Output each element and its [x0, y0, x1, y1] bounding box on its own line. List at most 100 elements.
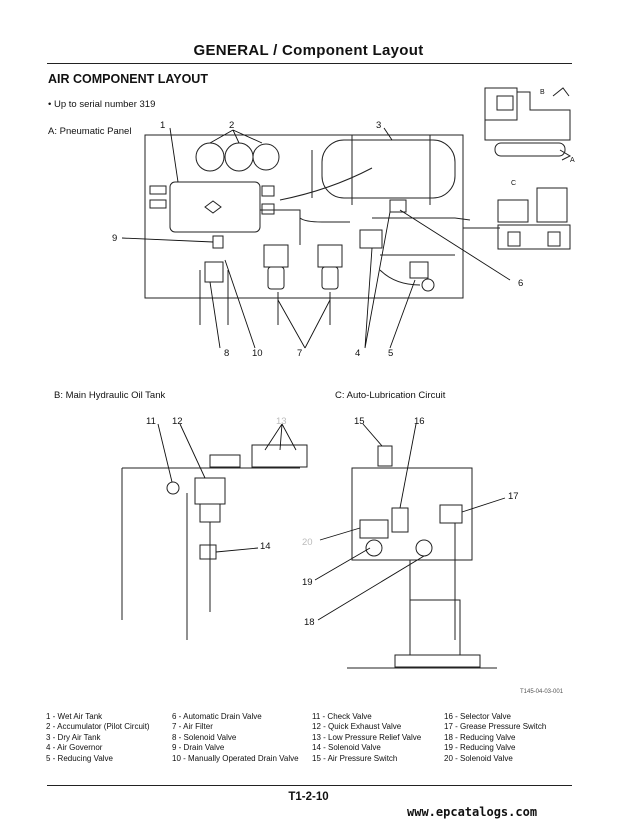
inset-c-box — [497, 199, 529, 223]
callout-2: 2 — [229, 120, 234, 131]
air-filter-right-head — [317, 244, 343, 268]
wet-air-tank-fitting — [204, 200, 222, 214]
leader-12 — [179, 423, 206, 479]
selector-valve — [391, 507, 409, 533]
legend-item: 4 - Air Governor — [46, 743, 103, 753]
legend-item: 3 - Dry Air Tank — [46, 732, 101, 742]
pipe-4 — [372, 217, 471, 221]
leader-8 — [209, 281, 221, 349]
legend-item: 15 - Air Pressure Switch — [312, 753, 398, 763]
air-pressure-switch — [377, 445, 393, 467]
inset-c-track-right — [547, 231, 561, 247]
relief-valve-block — [251, 444, 308, 468]
legend-item: 9 - Drain Valve — [172, 743, 225, 753]
fitting-1 — [149, 185, 167, 195]
callout-9: 9 — [112, 233, 117, 244]
leader-17 — [461, 497, 506, 513]
pipe-2 — [299, 217, 350, 223]
wet-air-tank — [169, 181, 261, 233]
callout-18: 18 — [304, 617, 315, 628]
leader-1 — [169, 127, 179, 183]
legend-item: 1 - Wet Air Tank — [46, 712, 103, 721]
callout-20: 20 — [302, 537, 313, 548]
legend-item: 14 - Solenoid Valve — [312, 743, 381, 753]
legend-item: 7 - Air Filter — [172, 722, 213, 732]
air-filter-right-bowl — [321, 266, 339, 290]
callout-6: 6 — [518, 278, 523, 289]
grease-pressure-switch — [439, 504, 463, 524]
inset-c-undercarriage — [497, 224, 571, 250]
legend-item: 20 - Solenoid Valve — [444, 753, 513, 763]
leader-14 — [215, 547, 259, 553]
footer-rule — [47, 785, 572, 786]
callout-10: 10 — [252, 348, 263, 359]
leader-11 — [157, 423, 173, 483]
leader-2 — [209, 129, 263, 144]
panel-b-caption: B: Main Hydraulic Oil Tank — [54, 390, 166, 401]
serial-note-text: Up to serial number 319 — [53, 99, 156, 110]
page-number: T1-2-10 — [288, 791, 329, 803]
leader-7 — [277, 299, 331, 349]
legend-col-2: 6 - Automatic Drain Valve 7 - Air Filter… — [172, 712, 299, 764]
leader-4 — [364, 211, 391, 349]
legend-item: 10 - Manually Operated Drain Valve — [172, 753, 299, 763]
pipe-6 — [379, 269, 421, 286]
accumulator-right — [252, 143, 280, 171]
page-title: GENERAL / Component Layout — [193, 42, 424, 59]
air-governor — [359, 229, 383, 249]
legend-item: 18 - Reducing Valve — [444, 732, 516, 742]
legend-item: 13 - Low Pressure Relief Valve — [312, 732, 422, 742]
callout-19: 19 — [302, 577, 313, 588]
inset-label-b: B — [540, 89, 545, 96]
pipe-3 — [279, 167, 373, 201]
callout-5: 5 — [388, 348, 393, 359]
callout-7: 7 — [297, 348, 302, 359]
solenoid-valve-20 — [359, 519, 389, 539]
pressure-gauge-5 — [421, 278, 435, 292]
air-filter-left-bowl — [267, 266, 285, 290]
accumulator-left — [195, 142, 225, 172]
leader-20 — [319, 527, 361, 541]
inset-arrow-b — [552, 87, 570, 97]
legend-item: 2 - Accumulator (Pilot Circuit) — [46, 722, 150, 732]
reducing-valve-5 — [409, 261, 429, 279]
callout-3: 3 — [376, 120, 381, 131]
leader-16 — [399, 423, 417, 509]
legend-item: 5 - Reducing Valve — [46, 753, 113, 763]
inset-c-track-left — [507, 231, 521, 247]
panel-a-caption: A: Pneumatic Panel — [48, 126, 132, 137]
legend-col-1: 1 - Wet Air Tank 2 - Accumulator (Pilot … — [46, 712, 150, 764]
legend-item: 16 - Selector Valve — [444, 712, 511, 721]
automatic-drain-valve — [389, 199, 407, 213]
leader-6 — [399, 209, 511, 281]
legend-item: 11 - Check Valve — [312, 712, 372, 721]
inset-c-box-2 — [536, 187, 568, 223]
panel-c-caption: C: Auto-Lubrication Circuit — [335, 390, 446, 401]
inset-label-c: C — [511, 180, 516, 187]
leader-19 — [314, 547, 371, 581]
solenoid-valve-8 — [204, 261, 224, 283]
callout-17: 17 — [508, 491, 519, 502]
inset-machine-body — [484, 91, 571, 141]
legend-col-3: 11 - Check Valve 12 - Quick Exhaust Valv… — [312, 712, 421, 764]
inset-cab — [484, 87, 518, 121]
fitting-4 — [261, 203, 275, 215]
accumulator-middle — [224, 142, 254, 172]
reducing-valve-18-gauge — [415, 539, 433, 557]
callout-13: 13 — [276, 416, 287, 427]
leader-13 — [264, 423, 297, 451]
check-valve-11 — [166, 481, 180, 495]
pipe-1 — [260, 209, 301, 245]
inset-crawler — [494, 142, 566, 157]
serial-note: • Up to serial number 319 — [48, 99, 156, 110]
tank-fitting — [209, 454, 241, 468]
leader-5 — [389, 279, 416, 349]
callout-11: 11 — [146, 416, 156, 427]
section-title: AIR COMPONENT LAYOUT — [48, 72, 208, 86]
inset-cab-window — [496, 95, 514, 111]
air-filter-left-head — [263, 244, 289, 268]
fitting-2 — [149, 199, 167, 209]
quick-exhaust-valve-body — [199, 503, 221, 523]
legend-item: 17 - Grease Pressure Switch — [444, 722, 547, 732]
